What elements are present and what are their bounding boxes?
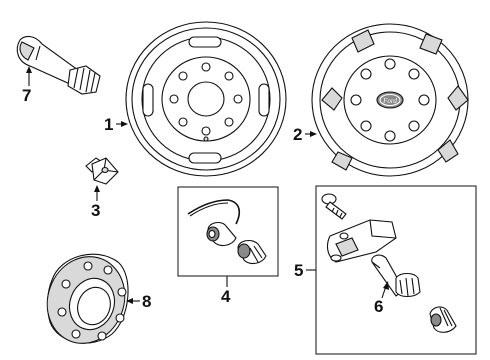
callout-6-arrow <box>383 281 389 290</box>
steel-wheel-part <box>125 21 287 177</box>
lug-nut-part <box>85 157 119 185</box>
callout-7-arrow <box>26 66 32 73</box>
callout-3-label: 3 <box>91 201 100 220</box>
tpms-kit-part <box>321 193 457 333</box>
valve-stem-kit-box <box>177 186 279 277</box>
callout-2-arrow <box>310 131 317 137</box>
callout-1-arrow <box>121 121 128 127</box>
callout-1-label: 1 <box>104 115 113 134</box>
callout-8-label: 8 <box>142 292 151 311</box>
callout-2-label: 2 <box>293 125 302 144</box>
valve-stem-part <box>16 35 101 95</box>
ford-logo: Ford <box>382 97 397 105</box>
wheel-cover-part: Ford <box>311 23 469 177</box>
wheel-spacer-part <box>46 253 129 344</box>
callout-8-arrow <box>126 298 133 304</box>
callout-7-label: 7 <box>22 86 31 105</box>
callout-4-label: 4 <box>221 287 231 306</box>
callout-3-arrow <box>94 185 100 192</box>
valve-stem-kit-part <box>187 199 267 265</box>
callout-5-label: 5 <box>294 261 303 280</box>
callout-6-label: 6 <box>374 297 383 316</box>
